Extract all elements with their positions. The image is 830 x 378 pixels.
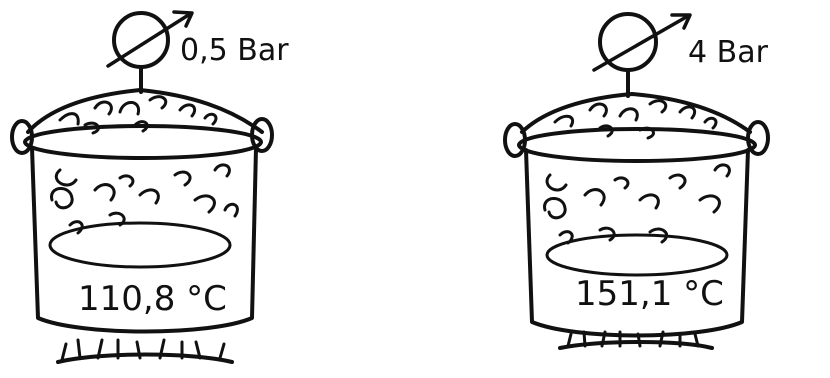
steam-swirls (50, 163, 239, 235)
burner-flame-icon (558, 330, 714, 350)
left-pressure-label: 0,5 Bar (180, 33, 289, 68)
right-temperature-label: 151,1 °C (575, 274, 724, 314)
pressure-gauge-icon (106, 10, 194, 94)
left-pot: 0,5 Bar 110,8 °C (10, 10, 289, 364)
right-pressure-label: 4 Bar (688, 35, 769, 70)
left-temperature-label: 110,8 °C (78, 279, 227, 319)
liquid-surface (545, 233, 729, 277)
liquid-surface (48, 221, 232, 269)
pot-rim (23, 124, 263, 160)
lid-outline (26, 88, 264, 134)
lid-outline (520, 92, 752, 134)
steam-swirls (543, 163, 731, 245)
pot-body (30, 146, 258, 334)
pressure-gauge-icon (592, 12, 692, 98)
pot-rim (517, 127, 757, 163)
burner-flame-icon (56, 338, 234, 364)
right-pot: 4 Bar 151,1 °C (503, 12, 770, 350)
